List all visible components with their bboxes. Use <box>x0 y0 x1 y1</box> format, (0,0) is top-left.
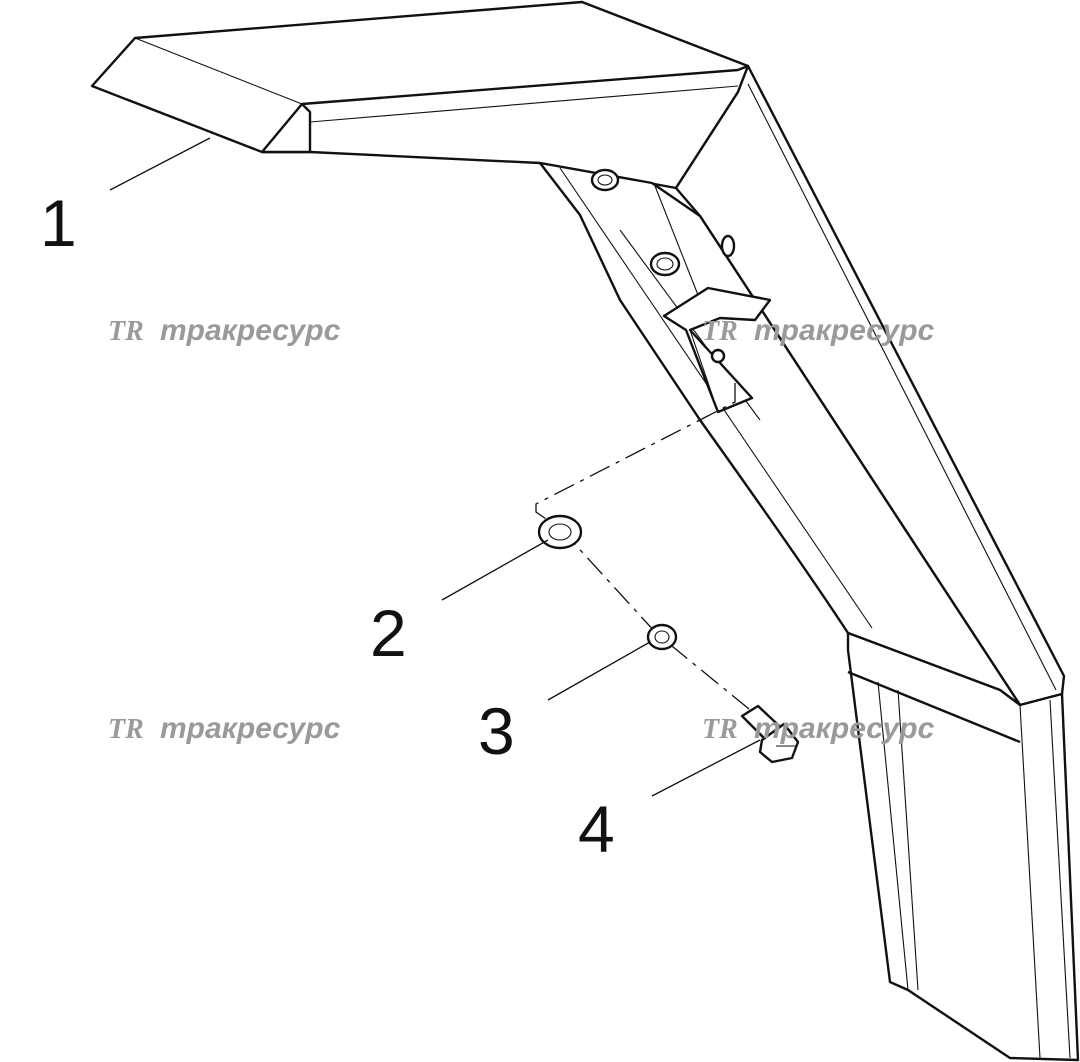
callout-2: 2 <box>370 596 407 670</box>
mount-bracket <box>662 286 772 414</box>
bracket-hole <box>710 348 726 364</box>
watermark-logo: TR <box>108 316 144 347</box>
washer-large-part <box>537 514 583 550</box>
watermark-logo: TR <box>702 316 738 347</box>
watermark-logo: TR <box>702 714 738 745</box>
bolt-part <box>740 704 800 764</box>
washer-spring-part <box>646 623 678 651</box>
watermark-bottom-right: TR тракресурс <box>702 712 935 745</box>
fender-part <box>90 0 1080 1062</box>
watermark-top-left: TR тракресурс <box>108 314 341 347</box>
leader-1 <box>109 137 211 191</box>
leader-4 <box>651 739 761 797</box>
watermark-text: тракресурс <box>160 712 341 745</box>
callout-3: 3 <box>478 694 515 768</box>
arm-bolt-upper <box>590 168 620 192</box>
arm-bolt-lower <box>649 251 681 277</box>
fender-front-bevel <box>260 102 312 154</box>
callout-1: 1 <box>40 186 77 260</box>
watermark-logo: TR <box>108 714 144 745</box>
watermark-top-right: TR тракресурс <box>702 314 935 347</box>
leader-3 <box>547 641 651 701</box>
watermark-bottom-left: TR тракресурс <box>108 712 341 745</box>
watermark-text: тракресурс <box>160 314 341 347</box>
callout-4: 4 <box>578 792 615 866</box>
leader-2 <box>441 539 549 601</box>
fender-mudflap <box>846 631 1080 1062</box>
watermark-text: тракресурс <box>754 314 935 347</box>
watermark-text: тракресурс <box>754 712 935 745</box>
arm-bolt-side <box>720 234 736 258</box>
